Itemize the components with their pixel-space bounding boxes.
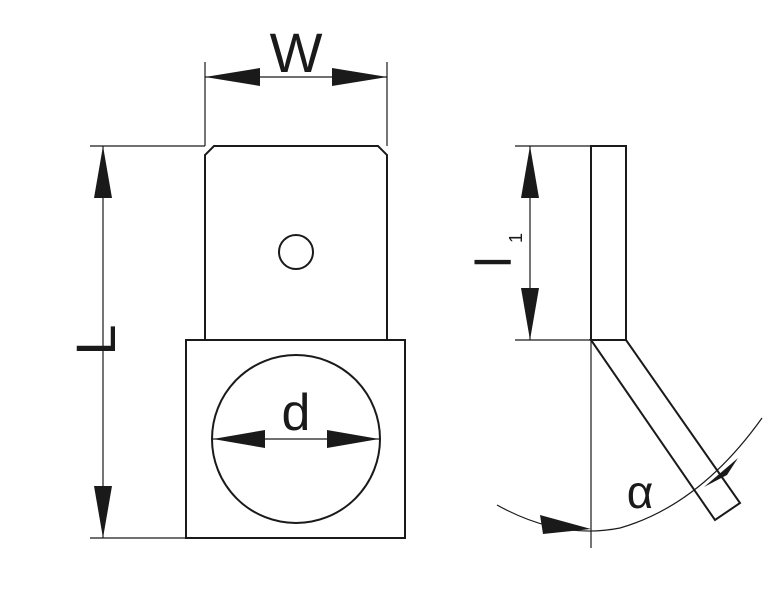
bend-angle-label: α (627, 466, 654, 518)
arrowhead (704, 458, 738, 487)
angle-arc (496, 417, 763, 532)
hole-diameter-label: d (282, 384, 311, 442)
tab-length-label: l (466, 256, 522, 267)
hole-diameter-dimension: d (213, 384, 379, 448)
width-dimension: W (204, 21, 388, 146)
tab-length-subscript: 1 (506, 233, 526, 243)
length-label: L (64, 324, 127, 355)
tab-hole (278, 234, 314, 270)
tab-length-dimension: l 1 (466, 145, 591, 341)
arrowhead (205, 68, 260, 86)
arrowhead (540, 515, 591, 534)
terminal-tab-outline (204, 145, 388, 340)
length-dimension: L (64, 145, 205, 539)
arrowhead (521, 146, 539, 198)
stud-hole (211, 354, 381, 524)
arrowhead (94, 146, 112, 198)
terminal-body-outline (185, 339, 406, 539)
arrowhead (213, 430, 265, 448)
arrowhead (94, 486, 112, 538)
side-view (589, 145, 742, 548)
side-tab-outline (590, 145, 627, 341)
arrowhead (332, 68, 387, 86)
bend-angle-dimension: α (496, 417, 763, 534)
arrowhead (521, 288, 539, 340)
side-bent-leg-outline (589, 339, 742, 522)
arrowhead (327, 430, 379, 448)
width-label: W (270, 21, 323, 84)
front-view (185, 145, 406, 539)
